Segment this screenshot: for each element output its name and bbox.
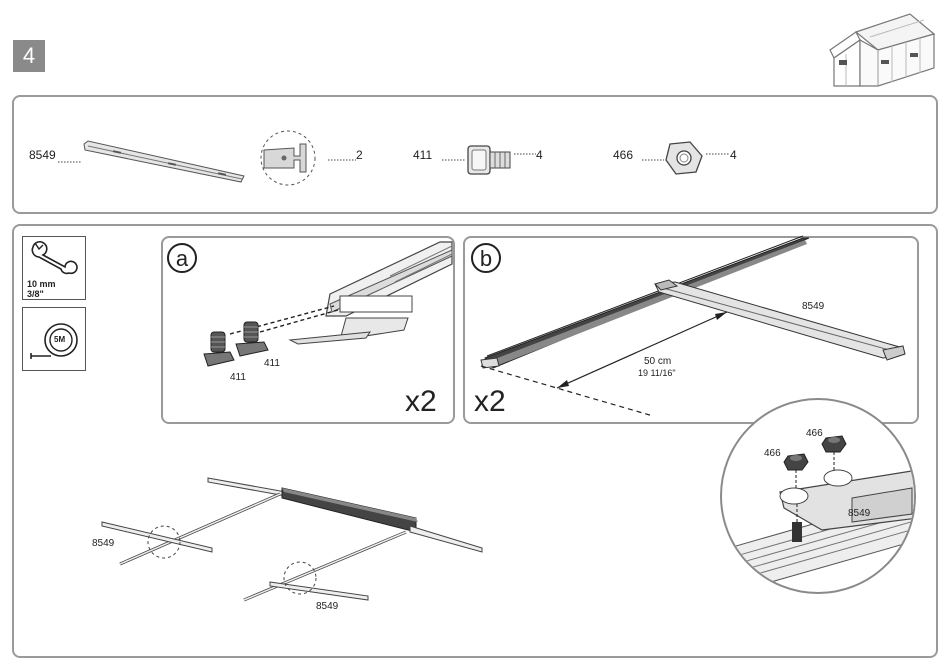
zoom-nut-label-2: 466 (806, 428, 823, 439)
tape-label: 5M (54, 335, 65, 345)
greenhouse-icon (826, 10, 938, 90)
part-qty-8549: 2 (356, 148, 363, 162)
bolt-411-icon (440, 140, 540, 180)
part-code-8549: 8549 (29, 148, 56, 162)
detail-b-dimension-in: 19 11/16" (638, 368, 676, 378)
overview-label-bottom: 8549 (316, 601, 338, 612)
part-beam-8549-icon (58, 138, 248, 186)
part-qty-466: 4 (730, 148, 737, 162)
zoom-beam-label: 8549 (848, 508, 870, 519)
part-qty-411: 4 (536, 148, 543, 162)
step-number-badge: 4 (13, 40, 45, 72)
detail-a-bolt-label-2: 411 (264, 358, 280, 369)
wrench-size-mm: 10 mm (27, 279, 56, 289)
tape-tool-box: 5M (22, 307, 86, 371)
nut-466-icon (640, 138, 740, 178)
detail-b-beam-label: 8549 (802, 301, 824, 312)
wrench-tool-box: 10 mm 3/8" (22, 236, 86, 300)
wrench-size-in: 3/8" (27, 289, 56, 299)
detail-b-frame-illustration (463, 236, 919, 424)
overview-frame-illustration (90, 460, 500, 620)
part-code-466: 466 (613, 148, 633, 162)
part-code-411: 411 (413, 148, 432, 162)
detail-b-multiplier: x2 (474, 385, 506, 419)
zoom-detail-circle: 466 466 8549 (720, 398, 916, 594)
detail-b-dimension-cm: 50 cm (644, 356, 671, 367)
detail-a-multiplier: x2 (405, 385, 437, 419)
overview-label-left: 8549 (92, 538, 114, 549)
detail-a-bolt-label-1: 411 (230, 372, 246, 383)
part-clip-detail-icon (260, 128, 320, 188)
wrench-icon (29, 241, 83, 275)
qty-leader-8549 (328, 152, 358, 162)
zoom-nut-label-1: 466 (764, 448, 781, 459)
